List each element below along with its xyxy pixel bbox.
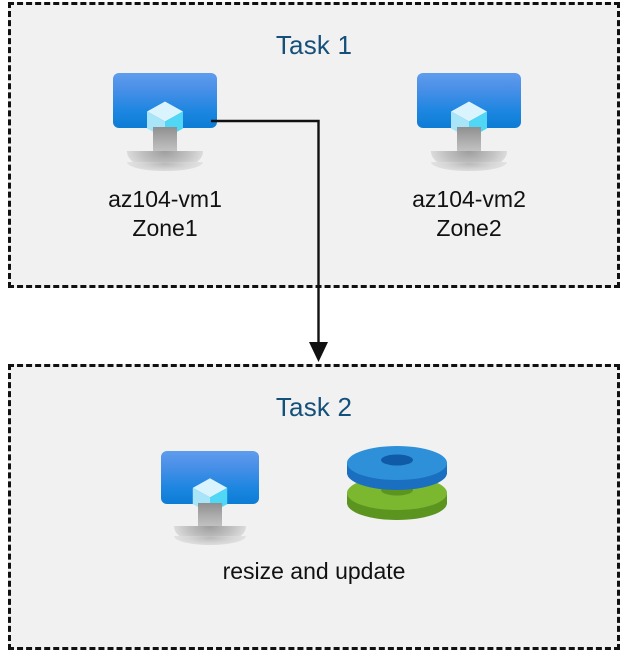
vm-stand-neck (456, 126, 482, 156)
node-az104-vm2[interactable]: az104-vm2 Zone2 (363, 73, 575, 243)
task-2-panel: Task 2 (8, 364, 620, 650)
managed-disks-icon (341, 445, 453, 529)
arrowhead-icon (309, 342, 328, 362)
task-2-caption: resize and update (222, 558, 406, 584)
virtual-machine-icon (113, 73, 217, 171)
vm-stand-base (126, 151, 204, 171)
node-az104-vm1[interactable]: az104-vm1 Zone1 (59, 73, 271, 243)
vm-stand-neck (152, 126, 178, 156)
virtual-machine-icon (417, 73, 521, 171)
node-label-az104-vm1: az104-vm1 Zone1 (108, 186, 222, 241)
vm-stand-base (430, 151, 508, 171)
virtual-machine-icon (161, 451, 259, 545)
task-1-panel: Task 1 az104-vm1 Zone1 (8, 2, 620, 288)
task-2-title: Task 2 (275, 392, 353, 422)
vm-stand-base (173, 526, 247, 545)
disk-blue (347, 446, 447, 490)
task-1-title: Task 1 (275, 30, 353, 60)
vm-stand-neck (198, 502, 222, 530)
node-label-az104-vm2: az104-vm2 Zone2 (412, 186, 526, 241)
